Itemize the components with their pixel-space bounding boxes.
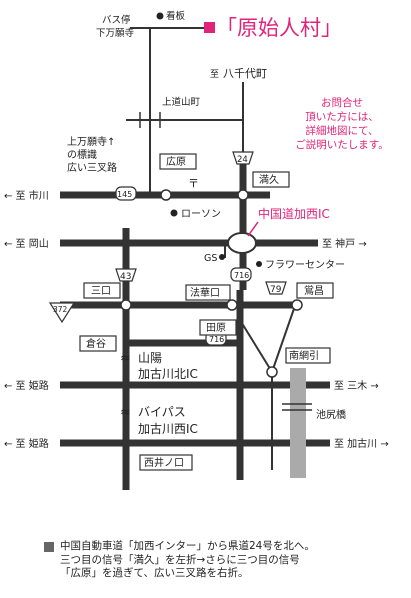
route-372: 372 xyxy=(53,305,68,314)
inquiry-line-1: お問合せ xyxy=(321,97,363,109)
highway-ic-label: 中国道加西IC xyxy=(258,206,330,221)
bypass-label: バイパス xyxy=(138,405,186,419)
bus-stop-name: 下万願寺 xyxy=(96,28,135,39)
dir-ichikawa: ← 至 市川 xyxy=(4,189,49,202)
route-716a: 716 xyxy=(234,271,249,280)
inquiry-line-3: 詳細地図にて、 xyxy=(305,125,379,137)
sign-note-1: 上万願寺↑ xyxy=(67,136,115,148)
signal-minamiwabiki: 南網引 xyxy=(289,349,319,362)
north-destination: 八千代町 xyxy=(223,67,267,80)
dir-himeji-1: ← 至 姫路 xyxy=(4,379,49,392)
bus-stop-label: バス停 xyxy=(102,14,131,26)
signal-nishiinoguchi: 西井ノ口 xyxy=(144,456,184,469)
post-mark: 〒 xyxy=(188,177,199,190)
bypass-kakogawa-north: 加古川北IC xyxy=(138,366,198,381)
route-145: 145 xyxy=(117,190,132,199)
bypass-sanyo: 山陽 xyxy=(138,351,162,365)
ikejiribashi-label: 池尻橋 xyxy=(316,408,346,421)
signal-hirohara: 広原 xyxy=(166,155,186,168)
signal-wasasho: 鴬昌 xyxy=(304,284,324,297)
lawson-dot xyxy=(170,209,178,217)
sign-note-2: の標識 xyxy=(67,148,97,161)
route-43: 43 xyxy=(120,272,131,282)
lawson-label: ローソン xyxy=(181,209,221,220)
wave-mark-2: ≈ xyxy=(120,405,131,420)
wave-mark: ≈ xyxy=(120,351,131,366)
gs-dot xyxy=(219,254,225,260)
north-prefix: 至 xyxy=(210,69,219,80)
footer-bullet-icon xyxy=(44,542,54,552)
label-boxes xyxy=(79,153,334,471)
signal-houkeguchi: 法華口 xyxy=(190,286,220,299)
route-716b: 716 xyxy=(209,335,224,344)
destination-title: 「原始人村」 xyxy=(216,16,342,40)
dir-kobe: 至 神戸 → xyxy=(322,237,367,250)
signboard-label: 看板 xyxy=(166,10,186,22)
footer-line-2: 三つ目の信号「満久」を左折→さらに三つ目の信号 xyxy=(60,553,300,566)
signboard-dot xyxy=(156,12,164,20)
flower-center-label: フラワーセンター xyxy=(265,259,345,271)
footer-directions: 中国自動車道「加西インター」から県道24号を北へ。 三つ目の信号「満久」を左折→… xyxy=(60,540,406,581)
dir-miki: 至 三木 → xyxy=(334,380,379,392)
signal-mitsuku: 満久 xyxy=(259,174,279,186)
signal-kurata: 倉谷 xyxy=(86,337,106,350)
signal-tahara: 田原 xyxy=(206,322,226,334)
route-79: 79 xyxy=(270,285,282,295)
sign-note-3: 広い三叉路 xyxy=(67,161,117,174)
route-shields xyxy=(48,151,287,346)
dir-okayama: ← 至 岡山 xyxy=(4,238,49,250)
signal-mikuchi: 三口 xyxy=(91,286,111,297)
minor-roads xyxy=(126,27,298,470)
kamimichi-bridge xyxy=(139,112,161,128)
bypass-kakogawa-west: 加古川西IC xyxy=(138,421,198,436)
kamimichiyama-label: 上道山町 xyxy=(162,96,201,108)
signal-markers xyxy=(120,189,303,378)
footer-line-1: 中国自動車道「加西インター」から県道24号を北へ。 xyxy=(60,540,315,552)
footer-line-3: 「広原」を過ぎて、広い三叉路を右折。 xyxy=(60,567,249,579)
major-roads xyxy=(60,160,330,490)
inquiry-line-4: ご説明いたします。 xyxy=(295,139,389,151)
railway-band xyxy=(290,368,306,478)
route-24: 24 xyxy=(237,155,248,165)
destination-marker xyxy=(204,22,215,33)
dir-himeji-2: ← 至 姫路 xyxy=(4,437,49,450)
gs-label: GS xyxy=(204,253,217,264)
ic-pointer xyxy=(247,221,259,237)
flower-dot xyxy=(256,261,262,267)
inquiry-note: お問合せ 頂いた方には、 詳細地図にて、 ご説明いたします。 xyxy=(276,96,408,152)
inquiry-line-2: 頂いた方には、 xyxy=(305,111,379,123)
kasai-ic-marker xyxy=(227,232,257,254)
dir-kakogawa: 至 加古川 → xyxy=(334,437,389,450)
